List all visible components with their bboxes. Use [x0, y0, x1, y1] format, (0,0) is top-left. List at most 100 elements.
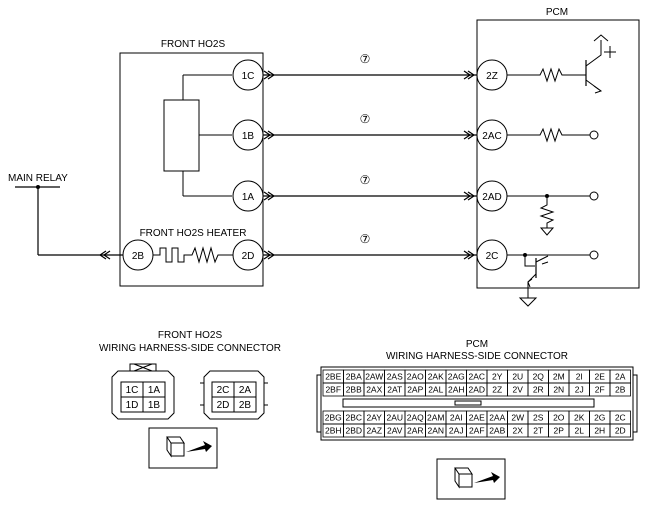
pcm-cell: 2AB — [489, 426, 505, 436]
pcm-cell: 2BF — [325, 385, 341, 395]
pcm-pin-2ad: 2AD — [476, 180, 508, 212]
pcm-cell: 2AP — [407, 385, 423, 395]
pcm-cell: 2BC — [345, 413, 362, 423]
svg-text:1C: 1C — [242, 71, 255, 82]
pcm-internal-2c — [507, 250, 599, 307]
pcm-pin-2ac: 2AC — [476, 119, 508, 151]
pcm-cell: 2J — [575, 385, 584, 395]
pcm-cell: 2X — [513, 426, 524, 436]
wire-code: ⑦ — [360, 173, 371, 187]
pcm-internal-2ac — [507, 127, 599, 143]
pcm-cell: 2BB — [346, 385, 362, 395]
pcm-cell: 2AO — [407, 372, 424, 382]
ho2s-connector-title-2: WIRING HARNESS-SIDE CONNECTOR — [99, 343, 281, 354]
pcm-cell: 2AW — [365, 372, 383, 382]
pcm-cell: 2AC — [468, 372, 485, 382]
pcm-cell: 2BD — [345, 426, 362, 436]
ho2s-left-cell: 1C — [126, 385, 139, 396]
pcm-cell: 2V — [513, 385, 524, 395]
pcm-cell: 2E — [595, 372, 606, 382]
pcm-cell: 2H — [594, 426, 605, 436]
sensor-element — [163, 99, 200, 172]
heater-title: FRONT HO2S HEATER — [140, 228, 247, 239]
svg-text:2B: 2B — [132, 251, 145, 262]
svg-text:1B: 1B — [242, 131, 255, 142]
pcm-cell: 2I — [576, 372, 583, 382]
ho2s-left-cell: 1B — [148, 400, 161, 411]
pcm-connector-title-2: WIRING HARNESS-SIDE CONNECTOR — [386, 351, 568, 362]
ho2s-left-cell: 1A — [148, 385, 161, 396]
pcm-cell: 2N — [553, 385, 564, 395]
ho2s-right-cell: 2A — [239, 385, 252, 396]
pcm-pin-2z: 2Z — [476, 59, 508, 91]
pcm-cell: 2AZ — [366, 426, 382, 436]
pcm-cell: 2B — [615, 385, 626, 395]
ho2s-connector-title-1: FRONT HO2S — [158, 330, 223, 341]
wire-1a-2ad: ⑦ — [263, 173, 477, 201]
pcm-connector-body — [316, 366, 638, 441]
pcm-cell: 2AN — [427, 426, 444, 436]
pcm-cell-border — [609, 423, 631, 438]
wire-code: ⑦ — [360, 112, 371, 126]
pcm-cell: 2T — [533, 426, 543, 436]
sensor-title: FRONT HO2S — [161, 39, 226, 50]
pcm-cell: 2S — [533, 413, 544, 423]
pcm-cell: 2AI — [450, 413, 463, 423]
pcm-cell: 2AD — [468, 385, 485, 395]
wire-1b-2ac: ⑦ — [263, 112, 477, 140]
pcm-cell: 2A — [615, 372, 626, 382]
wire-1c-2z: ⑦ — [263, 52, 477, 80]
pcm-internal-2z — [507, 34, 616, 94]
ho2s-right-cell: 2D — [217, 400, 230, 411]
ho2s-right-cell: 2B — [239, 400, 252, 411]
front-ho2s-box — [119, 52, 264, 287]
wire-2d-2c: ⑦ — [263, 232, 477, 260]
pcm-cell: 2AK — [428, 372, 444, 382]
heater-pin-2b: 2B — [122, 239, 154, 271]
pcm-cell: 2K — [574, 413, 585, 423]
wire-code: ⑦ — [360, 232, 371, 246]
pcm-cell: 2AA — [489, 413, 505, 423]
pcm-cell: 2AQ — [407, 413, 424, 423]
pcm-cell: 2AR — [407, 426, 424, 436]
ho2s-connector-right: 2C 2A 2D 2B — [200, 370, 268, 420]
pcm-pin-2c: 2C — [476, 239, 508, 271]
pcm-cell: 2AM — [427, 413, 444, 423]
pcm-cell: 2BG — [325, 413, 342, 423]
pcm-cell: 2R — [533, 385, 544, 395]
main-relay-label: MAIN RELAY — [8, 173, 68, 184]
pcm-cell: 2O — [553, 413, 565, 423]
pcm-connector-title-1: PCM — [466, 339, 488, 350]
pcm-cell: 2L — [575, 426, 585, 436]
pcm-cell: 2AE — [469, 413, 485, 423]
pcm-cell: 2C — [615, 413, 626, 423]
sensor-pin-1c: 1C — [232, 59, 264, 91]
pcm-cell: 2BH — [325, 426, 342, 436]
ho2s-connector-left: 1C 1A 1D 1B — [111, 363, 175, 420]
svg-text:2AD: 2AD — [482, 192, 501, 203]
pcm-cell: 2U — [512, 372, 523, 382]
pcm-cell: 2D — [615, 426, 626, 436]
pcm-cell: 2AT — [387, 385, 402, 395]
pcm-cell: 2F — [595, 385, 605, 395]
pcm-cell: 2W — [511, 413, 524, 423]
main-relay-feed: MAIN RELAY — [8, 173, 123, 260]
heater-element — [153, 246, 233, 264]
pcm-cell: 2Z — [492, 385, 502, 395]
svg-text:2AC: 2AC — [482, 131, 501, 142]
pcm-view-direction-icon — [436, 458, 506, 500]
pcm-cell: 2AJ — [449, 426, 464, 436]
wire-code: ⑦ — [360, 52, 371, 66]
pcm-cell: 2AX — [366, 385, 382, 395]
ho2s-right-cell: 2C — [217, 385, 230, 396]
svg-text:1A: 1A — [242, 192, 255, 203]
ho2s-view-direction-icon — [148, 427, 218, 469]
sensor-pin-1a: 1A — [232, 180, 264, 212]
pcm-cell: 2M — [553, 372, 565, 382]
pcm-cell: 2AV — [387, 426, 403, 436]
pcm-cell: 2BE — [325, 372, 341, 382]
pcm-cell: 2AY — [367, 413, 383, 423]
ho2s-left-cell: 1D — [126, 400, 139, 411]
